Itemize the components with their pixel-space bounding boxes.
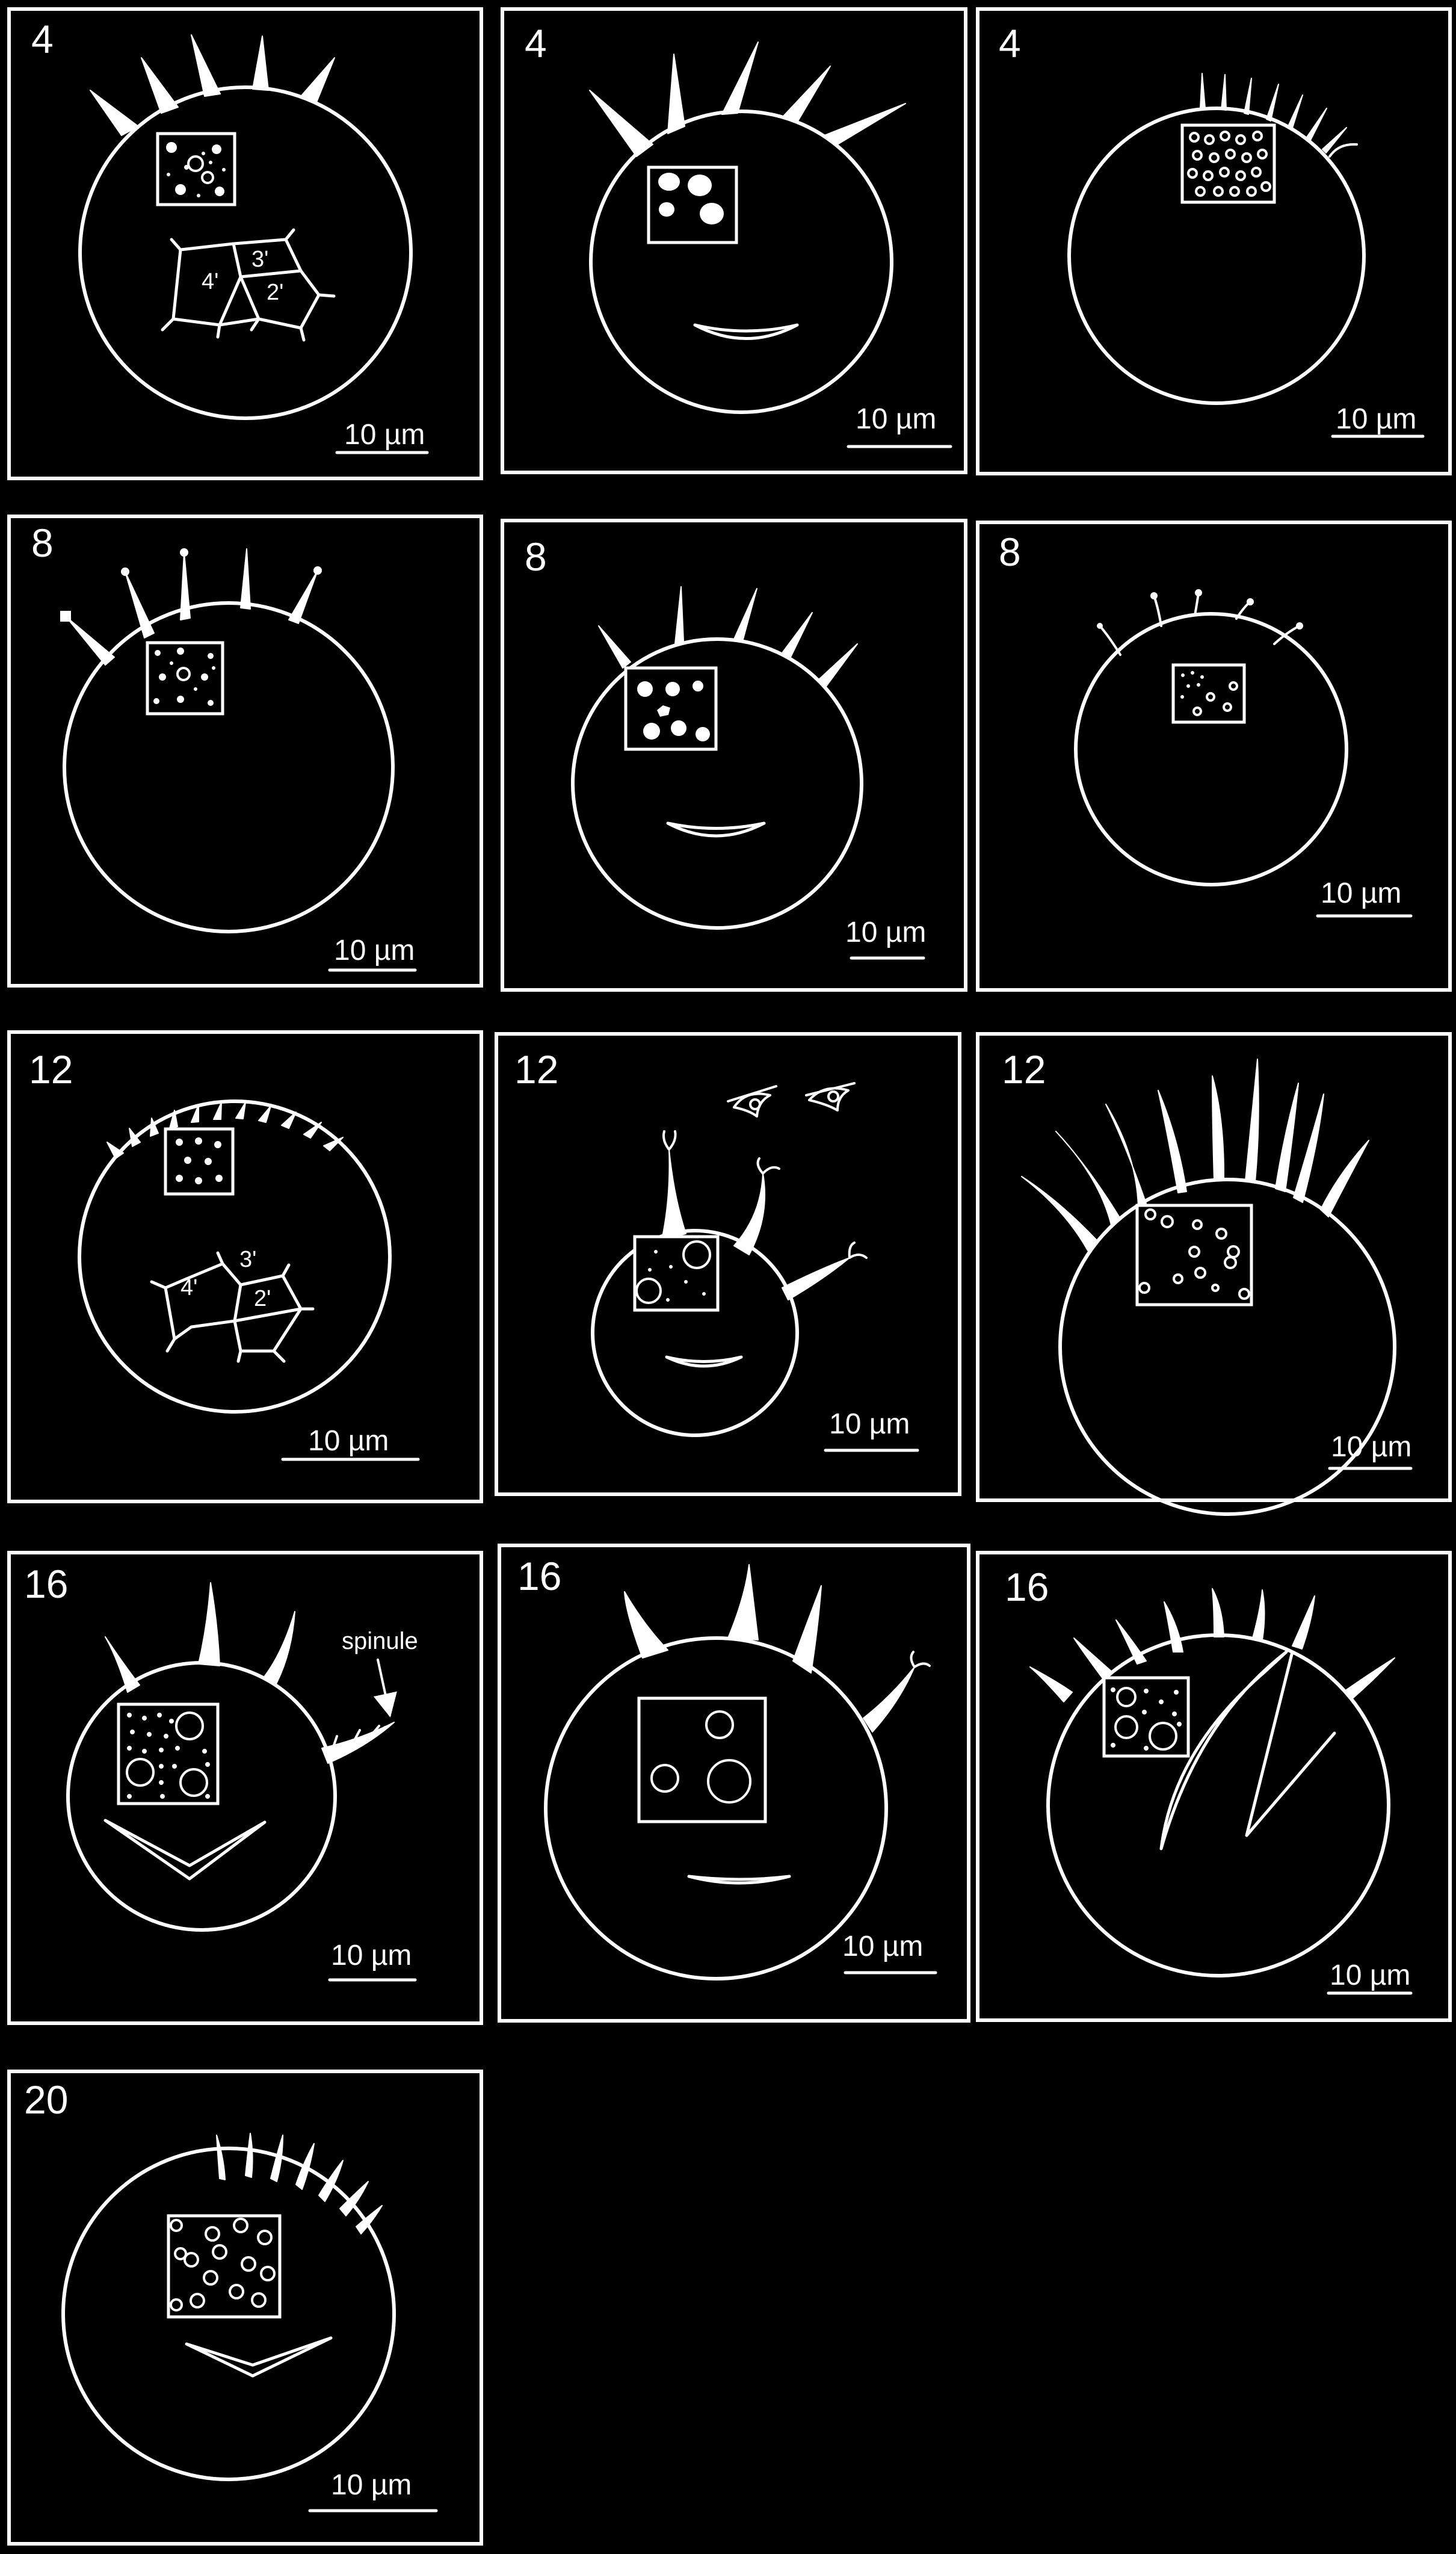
archeopyle-plates (162, 230, 334, 340)
archeopyle-slit (668, 823, 764, 836)
cyst-body (1048, 1635, 1389, 1976)
panel-7: 12 3' 4' 2' 10 µm (9, 1032, 481, 1501)
scale-bar-label: 10 µm (829, 1408, 910, 1440)
panel-number: 4 (525, 21, 547, 66)
panel-number: 16 (517, 1554, 561, 1598)
scale-bar-label: 10 µm (1336, 403, 1416, 435)
plate-label: 3' (239, 1247, 256, 1272)
panel-10: 16 spinule 10 µm (9, 1553, 481, 2023)
panel-4: 8 10 µm (9, 516, 481, 986)
scale-bar-label: 10 µm (845, 917, 926, 948)
panel-8: 12 10 µm (496, 1034, 960, 1494)
processes (590, 42, 905, 156)
panel-number: 12 (29, 1047, 73, 1092)
processes (1097, 589, 1303, 655)
spinule-annotation: spinule (342, 1628, 418, 1654)
plate-label: 4' (202, 269, 218, 294)
archeopyle-chevron (105, 1820, 265, 1879)
panel-1: 4 (9, 9, 481, 478)
panel-5: 8 10 µm (502, 521, 966, 990)
plate-label: 3' (251, 247, 268, 272)
archeopyle-plates (152, 1253, 313, 1361)
cyst-body (80, 87, 411, 418)
panel-number: 20 (24, 2077, 68, 2122)
panel-number: 8 (31, 521, 54, 565)
archeopyle-slit (689, 1876, 789, 1883)
surface-detail-inset (119, 1704, 218, 1804)
scale-bar-label: 10 µm (1331, 1431, 1411, 1463)
panel-number: 16 (24, 1562, 68, 1606)
surface-detail-inset (635, 1237, 718, 1310)
panel-13: 20 10 µm (9, 2071, 481, 2544)
panel-number: 4 (31, 17, 54, 61)
plate-label: 2' (254, 1286, 271, 1311)
scale-bar-label: 10 µm (856, 403, 936, 435)
scale-bar-label: 10 µm (334, 935, 415, 966)
scale-bar-label: 10 µm (1321, 877, 1401, 909)
cyst-body (64, 603, 393, 932)
archeopyle-slit (695, 325, 797, 339)
scale-bar-label: 10 µm (1330, 1959, 1410, 1991)
scale-bar-label: 10 µm (331, 2469, 412, 2501)
panel-9: 12 10 µm (978, 1034, 1450, 1514)
cyst-body (79, 1101, 390, 1412)
plate-label: 2' (267, 280, 283, 305)
surface-detail-inset (639, 1698, 765, 1822)
plate-label: 4' (180, 1275, 197, 1300)
scale-bar-label: 10 µm (344, 419, 425, 451)
panel-3: 4 10 µm (978, 9, 1450, 474)
panel-number: 8 (525, 534, 547, 579)
scale-bar-label: 10 µm (331, 1940, 412, 1971)
archeopyle-chevron (187, 2338, 331, 2376)
panel-2: 4 10 µm (502, 9, 966, 472)
scale-bar-label: 10 µm (308, 1425, 389, 1457)
panel-number: 12 (1002, 1047, 1046, 1092)
panel-11: 16 10 µm (499, 1545, 969, 2021)
panel-number: 8 (999, 530, 1021, 574)
panel-number: 12 (514, 1047, 558, 1092)
scale-bar-label: 10 µm (842, 1931, 923, 1962)
annotation-arrow (378, 1660, 390, 1715)
cyst-body (1076, 614, 1346, 885)
archeopyle-slit (667, 1357, 741, 1366)
panel-number: 16 (1005, 1565, 1049, 1609)
panel-12: 16 10 µm (978, 1553, 1450, 2020)
panel-frame (978, 522, 1450, 990)
processes (90, 35, 335, 135)
panel-6: 8 10 µm (978, 522, 1450, 990)
panel-number: 4 (999, 21, 1021, 66)
